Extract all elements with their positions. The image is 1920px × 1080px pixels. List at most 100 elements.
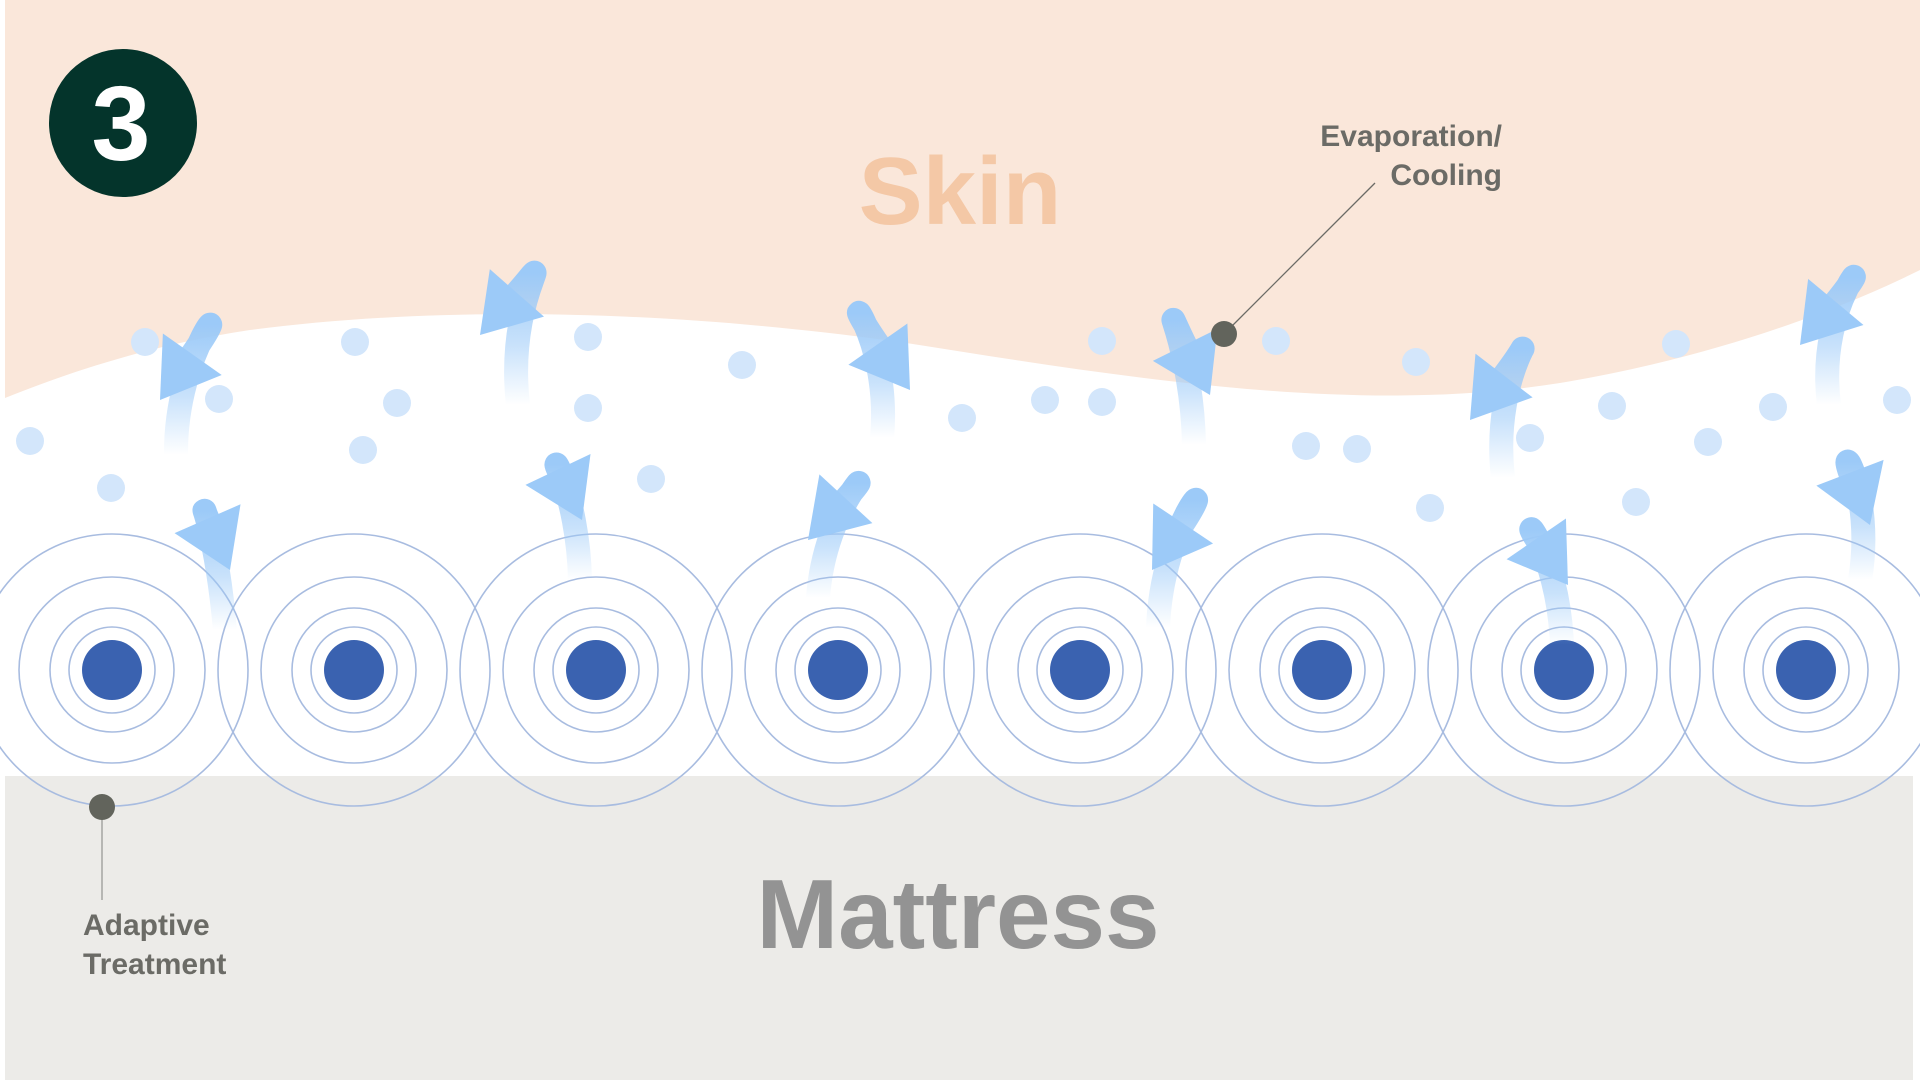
- arrow-head: [1506, 518, 1568, 585]
- treatment-ring: [291, 607, 417, 733]
- evaporation-arrow-icon: [174, 498, 241, 632]
- droplet-icon: [1262, 327, 1290, 355]
- droplet-icon: [341, 328, 369, 356]
- evaporation-callout-dot: [1211, 321, 1237, 347]
- droplet-icon: [1883, 386, 1911, 414]
- arrow-shaft: [503, 260, 547, 407]
- treatment-ring: [533, 607, 659, 733]
- treatment-dot: [1534, 640, 1594, 700]
- adaptive-callout: Adaptive Treatment: [83, 794, 226, 981]
- treatment-ring: [68, 626, 156, 714]
- droplet-icon: [97, 474, 125, 502]
- treatment-node-icon: [217, 533, 491, 807]
- treatment-nodes: [0, 533, 1920, 807]
- arrow-head: [848, 323, 910, 390]
- arrow-head: [1816, 459, 1884, 525]
- arrow-head: [480, 269, 544, 335]
- arrow-head: [525, 453, 591, 520]
- droplet-icon: [1598, 392, 1626, 420]
- droplet-icon: [1516, 424, 1544, 452]
- adaptive-label-line2: Treatment: [83, 948, 226, 981]
- step-badge-circle: [49, 49, 197, 197]
- treatment-node-icon: [701, 533, 975, 807]
- treatment-ring: [1669, 533, 1920, 807]
- treatment-ring: [217, 533, 491, 807]
- adaptive-label-line1: Adaptive: [83, 909, 210, 942]
- treatment-node-icon: [1427, 533, 1701, 807]
- treatment-ring: [459, 533, 733, 807]
- arrow-head: [1152, 503, 1214, 570]
- arrow-shaft: [1146, 487, 1208, 629]
- step-number: 3: [92, 65, 151, 183]
- evaporation-arrow-icon: [1470, 336, 1535, 480]
- droplet-icon: [728, 351, 756, 379]
- arrow-head: [1470, 353, 1533, 420]
- treatment-ring: [775, 607, 901, 733]
- treatment-ring: [744, 576, 932, 764]
- droplet-icon: [1402, 348, 1430, 376]
- droplet-icon: [1031, 386, 1059, 414]
- evaporation-arrow-icon: [1506, 517, 1574, 646]
- evaporation-arrow-icon: [160, 312, 223, 456]
- arrow-shaft: [847, 300, 895, 440]
- treatment-node-icon: [459, 533, 733, 807]
- treatment-ring: [502, 576, 690, 764]
- droplet-icon: [131, 328, 159, 356]
- treatment-ring: [943, 533, 1217, 807]
- treatment-ring: [552, 626, 640, 714]
- treatment-ring: [1278, 626, 1366, 714]
- treatment-dot: [1776, 640, 1836, 700]
- evaporation-arrow-icon: [806, 471, 873, 600]
- evaporation-label-line1: Evaporation/: [1320, 120, 1502, 153]
- treatment-dot: [1050, 640, 1110, 700]
- treatment-ring: [1036, 626, 1124, 714]
- droplet-icon: [948, 404, 976, 432]
- evaporation-arrow-icon: [847, 300, 910, 440]
- evaporation-arrow-icon: [1800, 264, 1866, 407]
- droplets: [16, 323, 1911, 522]
- evaporation-arrow-icon: [1816, 449, 1884, 582]
- droplet-icon: [574, 394, 602, 422]
- evaporation-arrow-icon: [1152, 307, 1218, 446]
- droplet-icon: [1662, 330, 1690, 358]
- droplet-icon: [1088, 327, 1116, 355]
- treatment-ring: [260, 576, 448, 764]
- arrow-head: [174, 504, 241, 570]
- treatment-ring: [986, 576, 1174, 764]
- arrow-head: [808, 474, 873, 540]
- droplet-icon: [574, 323, 602, 351]
- treatment-ring: [1017, 607, 1143, 733]
- evaporation-arrows: [160, 260, 1884, 646]
- droplet-icon: [16, 427, 44, 455]
- droplet-icon: [1292, 432, 1320, 460]
- treatment-dot: [566, 640, 626, 700]
- evaporation-label-line2: Cooling: [1390, 159, 1502, 192]
- treatment-node-icon: [943, 533, 1217, 807]
- skin-layer: [5, 0, 1920, 398]
- skin-label: Skin: [859, 138, 1062, 245]
- evaporation-leader-line: [1223, 182, 1376, 335]
- treatment-ring: [1712, 576, 1900, 764]
- evaporation-arrow-icon: [480, 260, 547, 407]
- adaptive-callout-dot: [89, 794, 115, 820]
- arrow-shaft: [1815, 264, 1866, 407]
- treatment-ring: [1259, 607, 1385, 733]
- evaporation-arrow-icon: [1146, 487, 1214, 629]
- treatment-ring: [18, 576, 206, 764]
- treatment-ring: [1743, 607, 1869, 733]
- treatment-dot: [324, 640, 384, 700]
- treatment-ring: [310, 626, 398, 714]
- droplet-icon: [637, 465, 665, 493]
- treatment-ring: [1185, 533, 1459, 807]
- droplet-icon: [1694, 428, 1722, 456]
- treatment-dot: [82, 640, 142, 700]
- evaporation-callout: Evaporation/ Cooling: [1211, 120, 1503, 347]
- droplet-icon: [1759, 393, 1787, 421]
- treatment-ring: [794, 626, 882, 714]
- arrow-shaft: [1161, 307, 1206, 446]
- droplet-icon: [1343, 435, 1371, 463]
- treatment-node-icon: [1185, 533, 1459, 807]
- droplet-icon: [349, 436, 377, 464]
- arrow-shaft: [806, 471, 871, 600]
